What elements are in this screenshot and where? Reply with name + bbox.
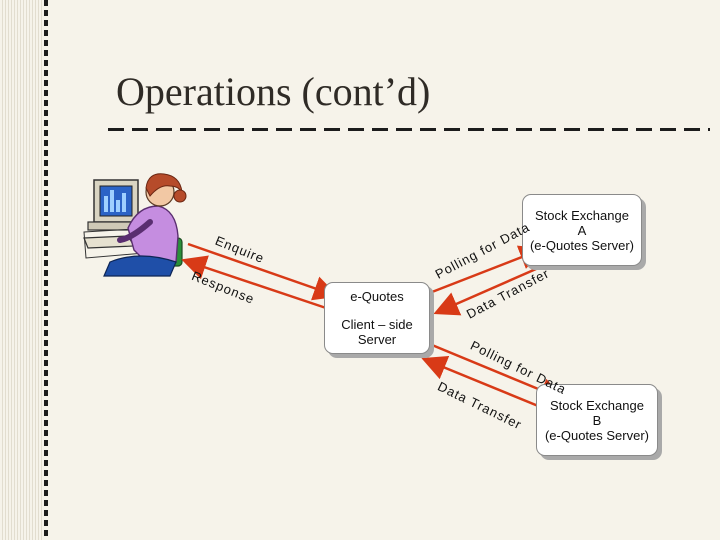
client-side-server-box: e-Quotes Client – side Server xyxy=(324,282,430,354)
transfer-a-arrow xyxy=(433,260,553,316)
exchange-a-line2: A xyxy=(577,222,587,238)
response-arrow xyxy=(181,255,339,314)
exchange-b-line3: (e-Quotes Server) xyxy=(544,427,650,443)
exchange-b-line2: B xyxy=(592,412,602,428)
stock-exchange-a-box: Stock Exchange A (e-Quotes Server) xyxy=(522,194,642,266)
exchange-b-line1: Stock Exchange xyxy=(550,397,644,413)
client-server-line1: Client – side xyxy=(341,317,413,332)
transfer-b-arrow xyxy=(421,356,549,412)
left-stripe-decoration xyxy=(0,0,44,540)
exchange-a-line1: Stock Exchange xyxy=(535,207,629,223)
title-underline xyxy=(108,128,710,131)
client-server-line2: Server xyxy=(357,332,397,347)
slide-title: Operations (cont’d) xyxy=(116,69,431,114)
enquire-arrow xyxy=(187,242,339,301)
left-dashed-border xyxy=(44,0,48,540)
stock-exchange-b-box: Stock Exchange B (e-Quotes Server) xyxy=(536,384,658,456)
exchange-a-line3: (e-Quotes Server) xyxy=(529,237,635,253)
client-server-title: e-Quotes xyxy=(350,289,404,304)
